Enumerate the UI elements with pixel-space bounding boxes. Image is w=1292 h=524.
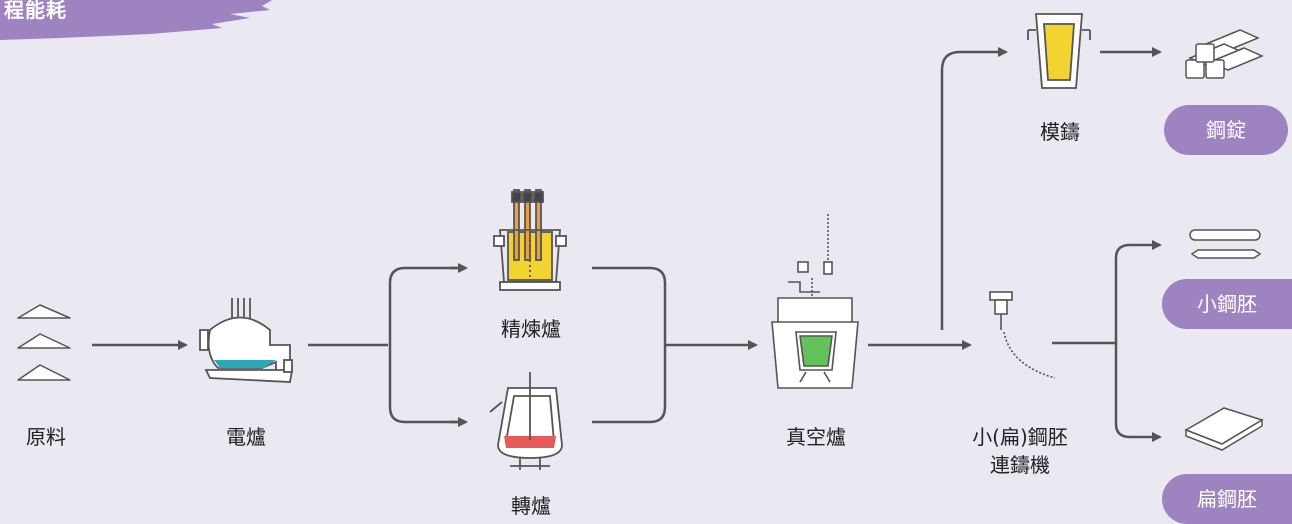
product-ingot-badge: 鋼錠 xyxy=(1164,105,1288,155)
flow-connectors xyxy=(92,47,1162,442)
continuous-caster-icon xyxy=(989,291,1056,379)
continuous-casting-label-line2: 連鑄機 xyxy=(990,453,1050,477)
product-slab-badge: 扁鋼胚 xyxy=(1162,474,1292,524)
ingot-icon xyxy=(1185,29,1264,79)
eaf-label: 電爐 xyxy=(226,425,266,449)
converter-icon xyxy=(489,372,563,470)
mold-icon xyxy=(1027,13,1091,89)
slab-icon xyxy=(1184,407,1264,451)
mold-casting-label: 模鑄 xyxy=(1040,120,1080,144)
raw-material-icon xyxy=(17,304,71,381)
refining-furnace-label: 精煉爐 xyxy=(501,317,561,341)
continuous-casting-label-line1: 小(扁)鋼胚 xyxy=(972,425,1068,449)
vacuum-furnace-icon xyxy=(771,214,859,389)
refining-furnace-icon xyxy=(493,189,567,291)
banner-title: 程能耗 xyxy=(4,0,67,22)
eaf-icon xyxy=(199,298,294,383)
banner-brush xyxy=(0,0,272,40)
vacuum-furnace-label: 真空爐 xyxy=(786,425,846,449)
raw-material-label: 原料 xyxy=(26,425,66,449)
product-billet-badge: 小鋼胚 xyxy=(1162,279,1292,329)
billet-icon xyxy=(1189,229,1262,259)
converter-label: 轉爐 xyxy=(511,494,551,518)
